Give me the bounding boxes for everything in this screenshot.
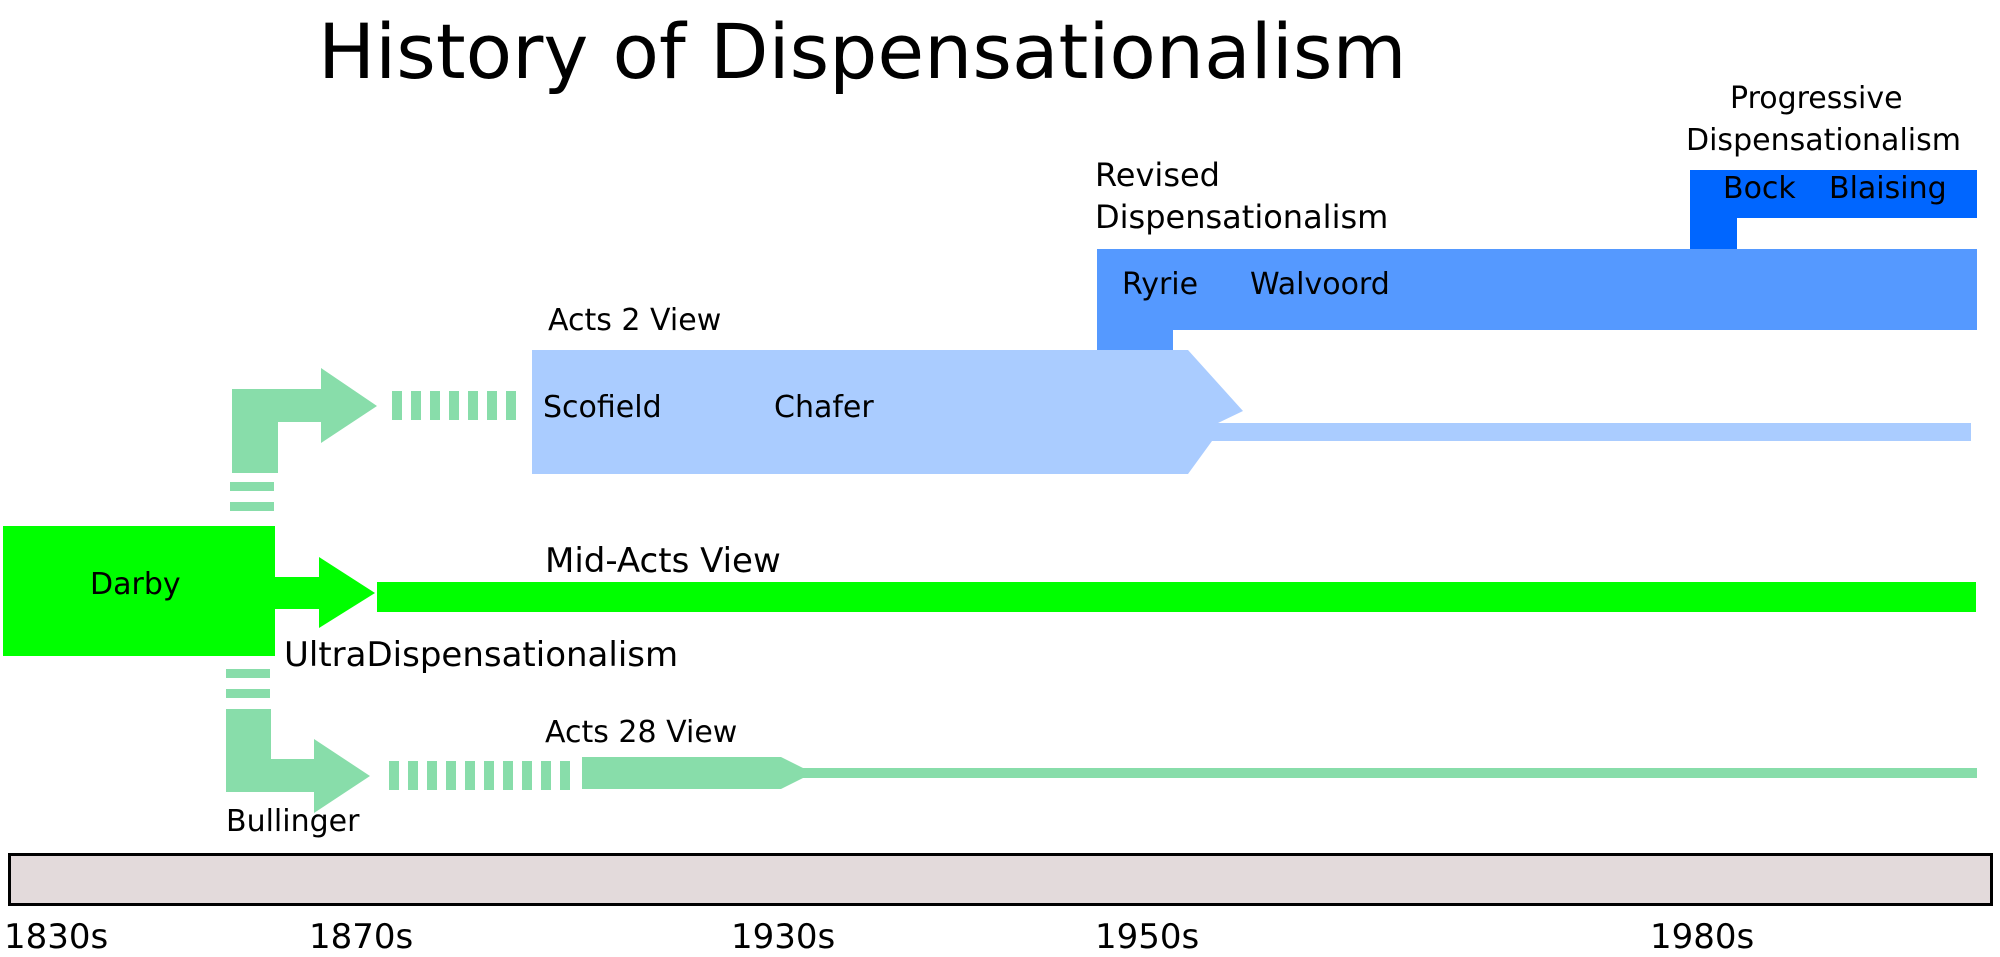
connector-dash xyxy=(522,761,532,790)
progressive-block xyxy=(1690,170,1977,252)
connector-dash xyxy=(408,761,418,790)
acts28-block xyxy=(582,757,1977,789)
connector-dash xyxy=(411,391,421,420)
progressive-label-line1: Progressive xyxy=(1730,81,1903,116)
chafer-label: Chafer xyxy=(774,390,874,425)
revised-block xyxy=(1097,249,1977,352)
lower-dashes xyxy=(389,761,570,790)
connector-dash xyxy=(427,761,437,790)
timeline-bar xyxy=(8,853,1993,906)
ryrie-label: Ryrie xyxy=(1122,267,1199,302)
revised-label-line2: Dispensationalism xyxy=(1095,198,1389,236)
connector-dash xyxy=(389,761,399,790)
timeline-tick: 1950s xyxy=(1095,917,1200,957)
walvoord-label: Walvoord xyxy=(1250,267,1390,302)
acts2-block xyxy=(532,350,1971,474)
connector-dash xyxy=(446,761,456,790)
connector-dash xyxy=(468,391,478,420)
revised-label-line1: Revised xyxy=(1095,156,1220,194)
mid-acts-view-label: Mid-Acts View xyxy=(545,541,781,581)
darby-mid-acts-arrow xyxy=(275,557,375,628)
upper-dash xyxy=(230,482,274,491)
timeline-tick: 1830s xyxy=(4,917,109,957)
upper-l-arrow xyxy=(232,368,377,473)
blaising-label: Blaising xyxy=(1829,171,1947,206)
upper-dashes xyxy=(392,391,516,420)
acts28-view-label: Acts 28 View xyxy=(545,715,738,750)
bock-label: Bock xyxy=(1723,171,1796,206)
darby-label: Darby xyxy=(90,567,181,602)
timeline-tick: 1930s xyxy=(731,917,836,957)
connector-dash xyxy=(503,761,513,790)
connector-dash xyxy=(449,391,459,420)
connector-dash xyxy=(541,761,551,790)
bullinger-label: Bullinger xyxy=(226,804,360,839)
connector-dash xyxy=(465,761,475,790)
darby-block xyxy=(3,526,275,656)
connector-dash xyxy=(392,391,402,420)
connector-dash xyxy=(484,761,494,790)
connector-dash xyxy=(560,761,570,790)
acts2-view-label: Acts 2 View xyxy=(548,303,722,338)
timeline-tick: 1870s xyxy=(309,917,414,957)
upper-dash xyxy=(230,502,274,511)
timeline-tick: 1980s xyxy=(1650,917,1755,957)
diagram-title: History of Dispensationalism xyxy=(318,7,1407,96)
connector-dash xyxy=(430,391,440,420)
connector-dash xyxy=(487,391,497,420)
connector-dash xyxy=(506,391,516,420)
lower-dash xyxy=(226,669,270,678)
mid-acts-bar xyxy=(377,582,1976,612)
scofield-label: Scofield xyxy=(543,390,662,425)
ultra-dispensationalism-label: UltraDispensationalism xyxy=(284,635,679,675)
progressive-label-line2: Dispensationalism xyxy=(1686,123,1961,158)
lower-l-arrow xyxy=(226,709,370,813)
lower-dash xyxy=(226,689,270,698)
